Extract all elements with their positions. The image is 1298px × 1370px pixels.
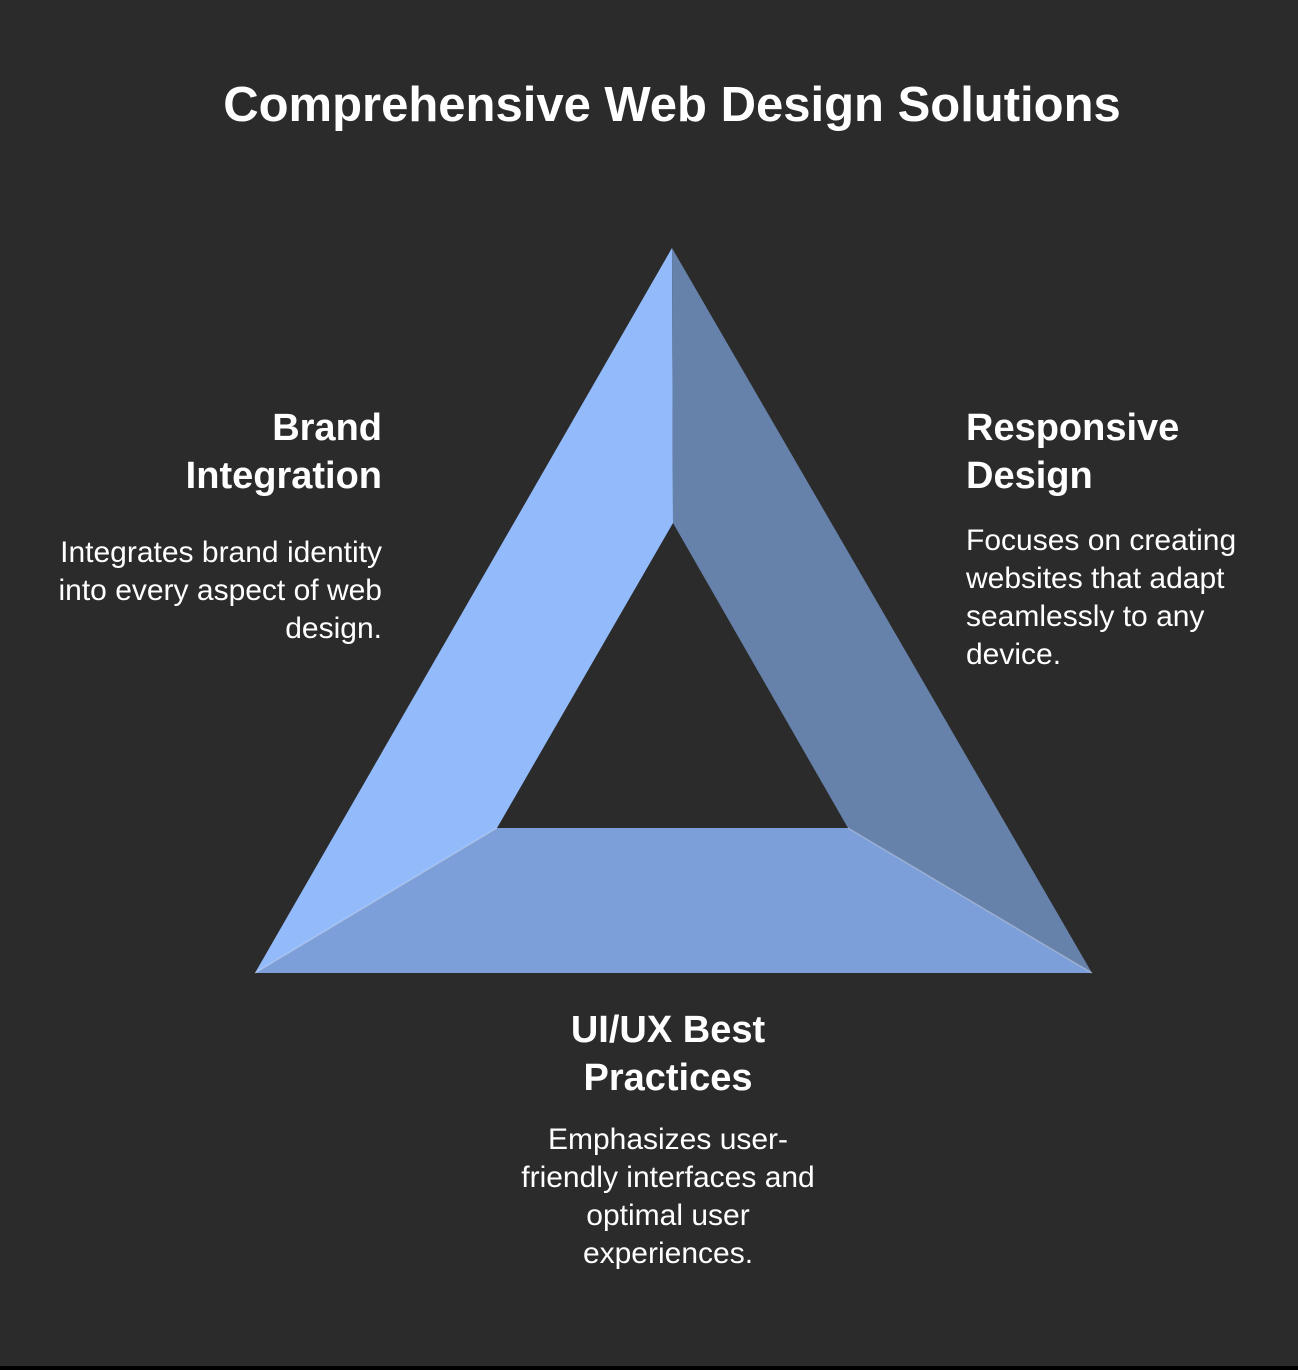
brand-integration-heading: Brand Integration [185, 407, 382, 497]
responsive-design-panel: Responsive Design Focuses on creating we… [966, 404, 1276, 674]
uiux-best-practices-panel: UI/UX Best Practices Emphasizes user- fr… [468, 1006, 868, 1273]
responsive-design-description: Focuses on creating websites that adapt … [966, 524, 1237, 671]
brand-integration-panel: Brand Integration Integrates brand ident… [56, 404, 382, 648]
triangle-segment-uiux-best-practices [255, 828, 1092, 973]
uiux-best-practices-heading: UI/UX Best Practices [570, 1009, 766, 1099]
bottom-border-strip [0, 1366, 1298, 1370]
segment-divider-line-right [847, 827, 1093, 974]
responsive-design-heading: Responsive Design [966, 407, 1180, 497]
segment-divider-line-left [254, 827, 498, 974]
uiux-best-practices-description: Emphasizes user- friendly interfaces and… [521, 1123, 815, 1270]
triangle-segment-responsive-design [672, 248, 1092, 973]
triangle-segment-brand-integration [255, 248, 673, 973]
brand-integration-description: Integrates brand identity into every asp… [58, 536, 382, 645]
page-title: Comprehensive Web Design Solutions [223, 78, 1121, 132]
